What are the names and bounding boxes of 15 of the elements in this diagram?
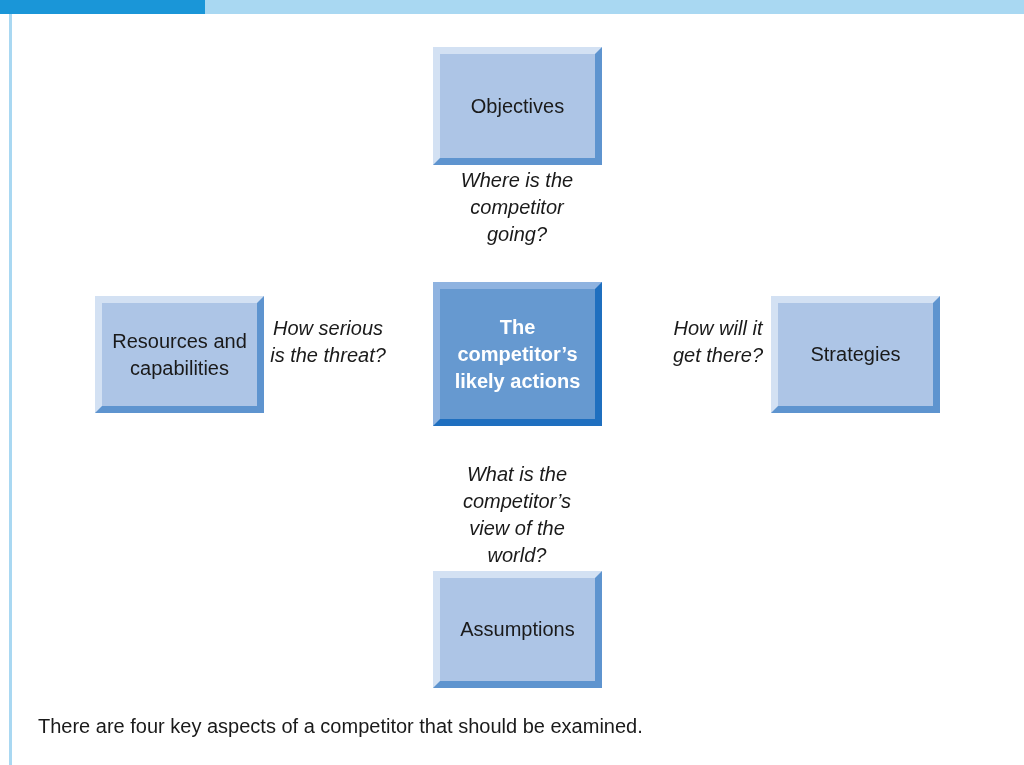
- aspect-box: [771, 296, 940, 413]
- central-box: [433, 282, 602, 426]
- aspect-box: [95, 296, 264, 413]
- box-label: Resources and capabilities: [112, 328, 247, 381]
- box-label: Strategies: [810, 342, 901, 367]
- box-label: Objectives: [470, 93, 565, 119]
- caption: There are four key aspects of a competitor that should be examined.: [38, 715, 643, 738]
- aspect-box: [433, 571, 602, 688]
- question-text: How serious is the threat?: [269, 316, 387, 368]
- question-text: Where is the competitor going?: [459, 168, 575, 247]
- box-label: Assumptions: [460, 617, 575, 642]
- aspect-box: [433, 47, 602, 165]
- question-text: What is the competitor’s view of the world?: [461, 462, 573, 568]
- box-label: The competitor’s likely actions: [453, 314, 582, 394]
- question-text: How will it get there?: [671, 316, 765, 368]
